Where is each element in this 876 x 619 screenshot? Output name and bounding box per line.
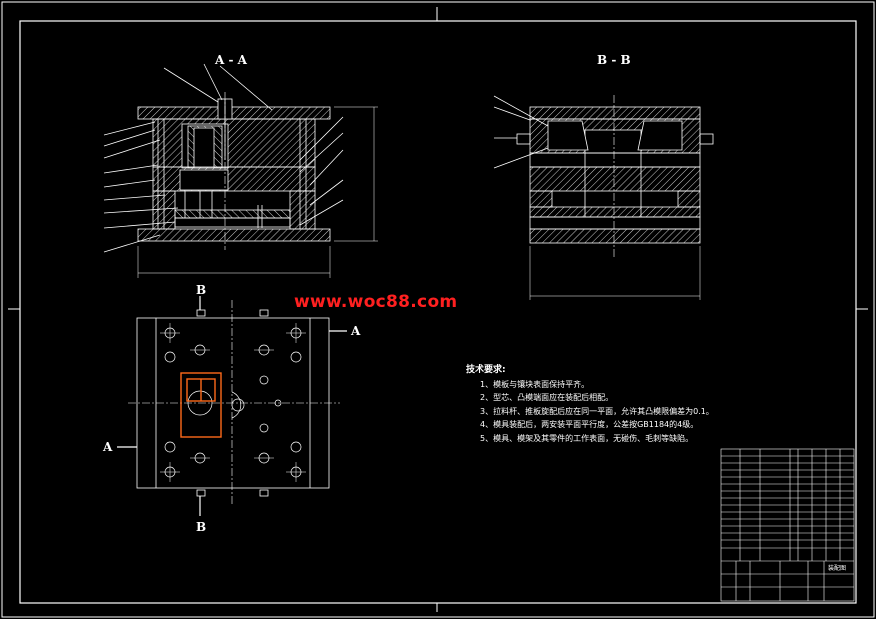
watermark-link[interactable]: www.woc88.com (294, 292, 458, 312)
requirement-item: 3、拉料杆、推板旋配后应在同一平面，允许其凸模限偏差为0.1。 (480, 406, 714, 416)
requirement-item: 1、模板与镶块表面保持平齐。 (480, 379, 590, 389)
plan-cut-bottom-label: B (196, 520, 207, 534)
section-aa-view (103, 63, 378, 278)
requirement-item: 5、模具、模架及其零件的工作表面，无碰伤、毛刺等缺陷。 (480, 433, 694, 443)
plan-cut-left-label: A (103, 440, 113, 454)
section-bb-label: B - B (597, 53, 631, 67)
section-aa-label: A - A (215, 53, 247, 67)
section-bb-view (493, 95, 714, 300)
technical-requirements: 技术要求: 1、模板与镶块表面保持平齐。 2、型芯、凸模端面应在装配后相配。 3… (466, 364, 714, 446)
requirement-item: 4、模具装配后，两安装平面平行度，公差按GB1184的4级。 (480, 420, 699, 430)
requirement-item: 2、型芯、凸模端面应在装配后相配。 (480, 393, 614, 403)
technical-requirements-title: 技术要求: (466, 365, 506, 375)
plan-view (117, 296, 347, 516)
plan-cut-right-label: A (351, 324, 361, 338)
title-block (720, 448, 855, 602)
drawing-name: 装配图 (828, 565, 847, 572)
highlight-insert (180, 372, 222, 438)
plan-cut-top-label: B (196, 283, 207, 297)
